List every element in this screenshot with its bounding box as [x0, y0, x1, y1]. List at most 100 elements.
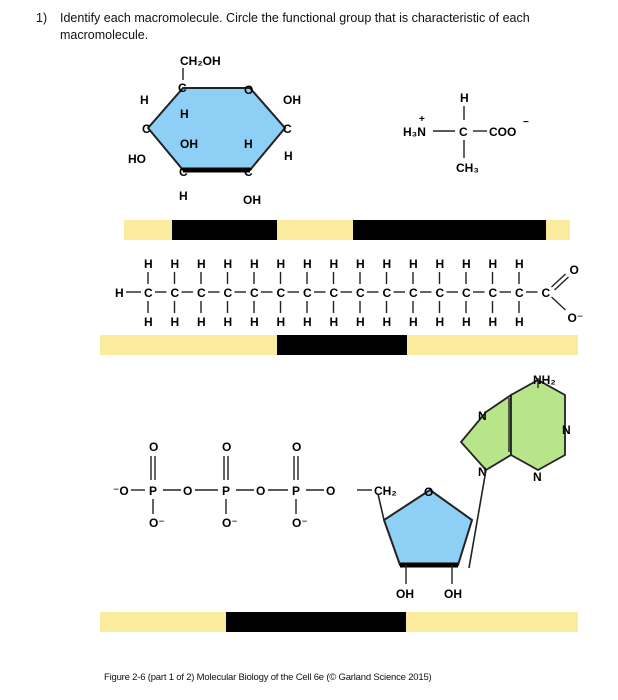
fatty-acid-h: H — [436, 257, 445, 271]
ch2: CH₂ — [374, 484, 397, 498]
fatty-acid-h: H — [224, 257, 233, 271]
fatty-acid-h: H — [171, 315, 180, 329]
glucose-h: H — [140, 93, 149, 107]
fatty-acid-h: H — [144, 257, 153, 271]
base-nh2: NH₂ — [533, 373, 556, 387]
fatty-acid-h: H — [277, 257, 286, 271]
fatty-acid-h: H — [356, 257, 365, 271]
base-n: N — [478, 409, 487, 423]
ribose-oh: OH — [444, 587, 462, 601]
aa-plus: + — [419, 114, 425, 125]
glucose-c5: C — [244, 165, 253, 179]
phosphate-o: O — [292, 440, 301, 454]
fatty-acid-h: H — [330, 315, 339, 329]
fatty-acid-h: H — [409, 257, 418, 271]
fatty-acid-h: H — [515, 257, 524, 271]
aa-minus: − — [523, 117, 529, 128]
fatty-acid-h: H — [277, 315, 286, 329]
fatty-acid-h: H — [250, 257, 259, 271]
phosphate-p: P — [292, 484, 300, 498]
question-text: Identify each macromolecule. Circle the … — [60, 11, 530, 42]
base-six-ring — [510, 378, 566, 472]
fatty-acid-h: H — [197, 257, 206, 271]
fatty-acid-h: H — [144, 315, 153, 329]
fatty-acid-h: H — [197, 315, 206, 329]
fatty-acid-c: C — [515, 286, 524, 300]
phosphate-p: P — [222, 484, 230, 498]
fatty-acid-c: C — [462, 286, 471, 300]
aa-h: H — [460, 91, 469, 105]
ribose-oh: OH — [396, 587, 414, 601]
glucose-ring — [146, 87, 287, 171]
fatty-acid-h: H — [515, 315, 524, 329]
aa-nh3: H₃N — [403, 125, 426, 139]
phosphate-o-minus: O⁻ — [292, 516, 308, 530]
glucose-ring-o: O — [244, 83, 253, 97]
glucose-c4: C — [179, 165, 188, 179]
glucose-h: H — [179, 189, 188, 203]
fatty-acid-structure: H H C H H C H H C H H C H H C H H C H H C H H C H H C H H C H H C H H C H H C H… — [115, 257, 583, 329]
fatty-acid-c: C — [171, 286, 180, 300]
glucose-h: H — [244, 137, 253, 151]
answer-box-amino-acid[interactable] — [353, 220, 546, 240]
fatty-acid-c: C — [197, 286, 206, 300]
fatty-acid-h: H — [409, 315, 418, 329]
fatty-acid-h: H — [330, 257, 339, 271]
fatty-acid-h: H — [224, 315, 233, 329]
phosphate-bridge-o: O — [256, 484, 265, 498]
fatty-acid-h: H — [303, 257, 312, 271]
amino-acid-structure: H + H₃N C COO − CH₃ — [403, 91, 529, 175]
figure-caption: Figure 2-6 (part 1 of 2) Molecular Biolo… — [104, 672, 432, 683]
answer-box-glucose[interactable] — [172, 220, 277, 240]
answer-box-nucleotide[interactable] — [226, 612, 406, 632]
base-n: N — [478, 465, 487, 479]
fatty-acid-c: C — [144, 286, 153, 300]
fatty-acid-h: H — [489, 257, 498, 271]
fatty-acid-h: H — [436, 315, 445, 329]
ribose-ring — [382, 488, 474, 566]
ribose-o: O — [424, 485, 433, 499]
fatty-acid-h: H — [462, 315, 471, 329]
phosphate-o-minus: O⁻ — [149, 516, 165, 530]
glucose-h: H — [180, 107, 189, 121]
fatty-acid-c: C — [489, 286, 498, 300]
phosphate-o-minus: ⁻O — [113, 484, 129, 498]
base-n: N — [562, 423, 571, 437]
fatty-acid-carboxyl-c: C — [542, 286, 551, 300]
glucose-oh: OH — [243, 193, 261, 207]
phosphate-p: P — [149, 484, 157, 498]
base-n: N — [533, 470, 542, 484]
fatty-acid-o: O — [570, 263, 579, 277]
phosphate-bridge-o: O — [326, 484, 335, 498]
fatty-acid-c: C — [356, 286, 365, 300]
aa-ch3: CH₃ — [456, 161, 479, 175]
phosphate-bridge-o: O — [183, 484, 192, 498]
glucose-ch2oh: CH₂OH — [180, 54, 221, 68]
answer-box-fatty-acid[interactable] — [277, 335, 407, 355]
phosphate-o: O — [222, 440, 231, 454]
fatty-acid-h: H — [462, 257, 471, 271]
fatty-acid-h: H — [303, 315, 312, 329]
fatty-acid-c: C — [250, 286, 259, 300]
fatty-acid-c: C — [383, 286, 392, 300]
fatty-acid-o-minus: O⁻ — [568, 311, 584, 325]
fatty-acid-c: C — [409, 286, 418, 300]
glucose-h: H — [284, 149, 293, 163]
question-number: 1) — [36, 11, 48, 25]
glucose-c2: C — [142, 122, 151, 136]
fatty-acid-h: H — [250, 315, 259, 329]
fatty-acid-h: H — [383, 315, 392, 329]
glucose-structure: CH₂OH C O H H OH C C OH H HO H C C H OH — [128, 54, 301, 207]
aa-c: C — [459, 125, 468, 139]
fatty-acid-c: C — [330, 286, 339, 300]
glucose-oh: OH — [283, 93, 301, 107]
phosphate-o: O — [149, 440, 158, 454]
fatty-acid-h: H — [383, 257, 392, 271]
aa-coo: COO — [489, 125, 516, 139]
fatty-acid-h: H — [489, 315, 498, 329]
fatty-acid-c: C — [277, 286, 286, 300]
glucose-oh: OH — [180, 137, 198, 151]
fatty-acid-c: C — [303, 286, 312, 300]
